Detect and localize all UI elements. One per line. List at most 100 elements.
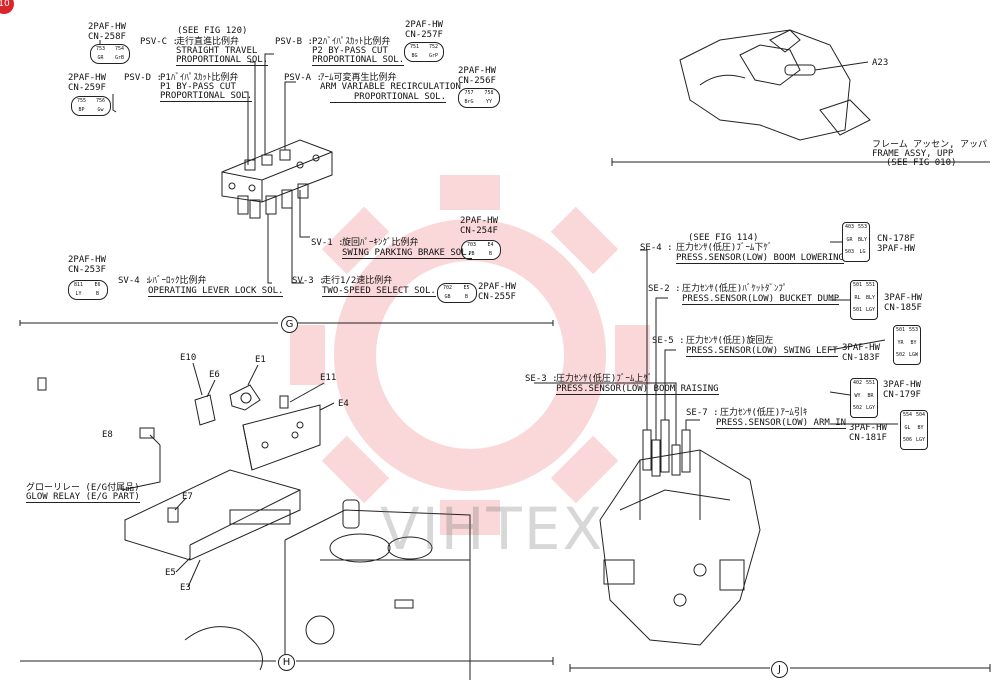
pin-label: 551: [865, 282, 876, 288]
pin-label: 702: [442, 285, 453, 291]
pin-label: 753: [95, 46, 106, 52]
pin-label: LG: [859, 249, 866, 256]
pin-label: YR: [897, 339, 904, 346]
psv-d-jp: P1ﾊﾞｲﾊﾟｽｶｯﾄ比例弁: [160, 73, 239, 83]
se-3-en: PRESS.SENSOR(LOW) BOOM RAISING: [556, 384, 719, 395]
pin-label: 811: [73, 282, 84, 288]
part-label-e8: E8: [102, 430, 113, 440]
psv-c-en1: STRAIGHT TRAVEL: [176, 46, 258, 56]
se-4-en: PRESS.SENSOR(LOW) BOOM LOWERING: [676, 253, 844, 264]
pin-label: GL: [904, 424, 911, 431]
se-3-code: SE-3 :: [525, 374, 558, 384]
se-3-jp: 圧力ｾﾝｻ(低圧)ﾌﾞｰﾑ上ｹﾞ: [556, 374, 653, 384]
pin-label: BrG: [464, 99, 474, 105]
pin-label: 553: [908, 327, 919, 333]
pin-label: YY: [485, 99, 493, 105]
psv-c-ref: (SEE FIG 120): [177, 26, 248, 36]
sv-1-en: SWING PARKING BRAKE SOL.: [342, 248, 473, 259]
pin-label: BLY: [865, 294, 876, 301]
pin-label: B: [464, 294, 468, 300]
se-5-jp: 圧力ｾﾝｻ(低圧)旋回左: [686, 336, 774, 346]
connector-id-label: CN-179F: [883, 390, 921, 400]
part-label-e6: E6: [209, 370, 220, 380]
sv-4-en: OPERATING LEVER LOCK SOL.: [148, 286, 284, 297]
pin-label: BY: [910, 339, 917, 346]
pin-label: LGW: [908, 352, 919, 359]
connector-id-label: CN-257F: [405, 30, 443, 40]
pin-label: E4: [487, 242, 494, 248]
connector-id-label: CN-253F: [68, 265, 106, 275]
connector-id-label: CN-178F: [877, 234, 915, 244]
connector-type-label: 3PAF-HW: [877, 244, 915, 254]
pin-label: BG: [411, 53, 418, 59]
pin-label: 501: [852, 282, 863, 288]
glow-relay-en: GLOW RELAY (E/G PART): [26, 492, 140, 503]
se-5-en: PRESS.SENSOR(LOW) SWING LEFT: [686, 346, 838, 357]
pin-label: LGY: [915, 437, 926, 444]
part-label-e11: E11: [320, 373, 337, 383]
pin-label: E6: [94, 282, 101, 288]
pin-label: 752: [428, 44, 439, 50]
sv-1-code: SV-1 :: [311, 238, 344, 248]
connector-type-label: 2PAF-HW: [405, 20, 443, 30]
pin-label: 501: [852, 307, 863, 314]
psv-d-en2: PROPORTIONAL SOL.: [160, 91, 253, 102]
connector-id-label: CN-254F: [460, 226, 498, 236]
pin-label: 757: [464, 90, 474, 96]
pin-label: BP: [78, 107, 85, 113]
se-5-code: SE-5 :: [652, 336, 685, 346]
se-4-jp: 圧力ｾﾝｻ(低圧)ﾌﾞｰﾑ下ｹﾞ: [676, 243, 773, 253]
part-label-a23: A23: [872, 58, 889, 68]
sv-3-en: TWO-SPEED SELECT SOL.: [322, 286, 436, 297]
connector-type-label: 2PAF-HW: [460, 216, 498, 226]
psv-b-en2: PROPORTIONAL SOL.: [312, 55, 405, 66]
part-label-e1: E1: [255, 355, 266, 365]
pin-label: 754: [114, 46, 125, 52]
part-label-e5: E5: [165, 568, 176, 578]
part-label-e4: E4: [338, 399, 349, 409]
pin-label: LGY: [865, 405, 876, 412]
pin-label: BR: [867, 392, 874, 399]
pin-label: 703: [466, 242, 477, 248]
sv-1-jp: 旋回ﾊﾟｰｷﾝｸﾞ比例弁: [342, 238, 419, 248]
sv-3-code: SV-3 :: [292, 276, 325, 286]
sv-4-jp: ﾚﾊﾞｰﾛｯｸ比例弁: [148, 276, 207, 286]
sv-4-code: SV-4 :: [118, 276, 151, 286]
se-2-en: PRESS.SENSOR(LOW) BUCKET DUMP: [682, 294, 840, 305]
psv-a-en1: ARM VARIABLE RECIRCULATION: [320, 82, 461, 92]
connector-id-label: CN-181F: [849, 433, 887, 443]
pin-label: 503: [844, 249, 855, 256]
connector-type-label: 3PAF-HW: [849, 423, 887, 433]
pin-label: GR: [97, 55, 104, 61]
pin-label: GrB: [114, 55, 125, 61]
pin-label: 506: [902, 437, 913, 444]
pin-label: 554: [902, 412, 913, 418]
pin-label: BY: [917, 424, 924, 431]
pin-label: 402: [852, 380, 863, 386]
pin-label: GB: [444, 294, 451, 300]
frame-ref: (SEE FIG 010): [886, 158, 957, 168]
connector-id-label: CN-259F: [68, 83, 106, 93]
se-7-jp: 圧力ｾﾝｻ(低圧)ｱｰﾑ引ｷ: [720, 408, 808, 418]
pin-label: 751: [409, 44, 420, 50]
pin-label: LY: [75, 291, 82, 297]
connector-type-label: 2PAF-HW: [68, 255, 106, 265]
section-marker-j: J: [771, 661, 788, 678]
connector-id-label: CN-185F: [884, 303, 922, 313]
connector-type-label: 2PAF-HW: [458, 66, 496, 76]
connector-id-label: CN-183F: [842, 353, 880, 363]
part-label-e7: E7: [182, 492, 193, 502]
connector-type-label: 3PAF-HW: [842, 343, 880, 353]
connector-id-label: CN-256F: [458, 76, 496, 86]
psv-a-en2: PROPORTIONAL SOL.: [330, 92, 446, 103]
connector-id-label: CN-258F: [88, 32, 126, 42]
pin-label: 502: [852, 405, 863, 412]
pin-label: 504: [915, 412, 926, 418]
pin-label: RL: [854, 294, 861, 301]
pin-label: LGY: [865, 307, 876, 314]
